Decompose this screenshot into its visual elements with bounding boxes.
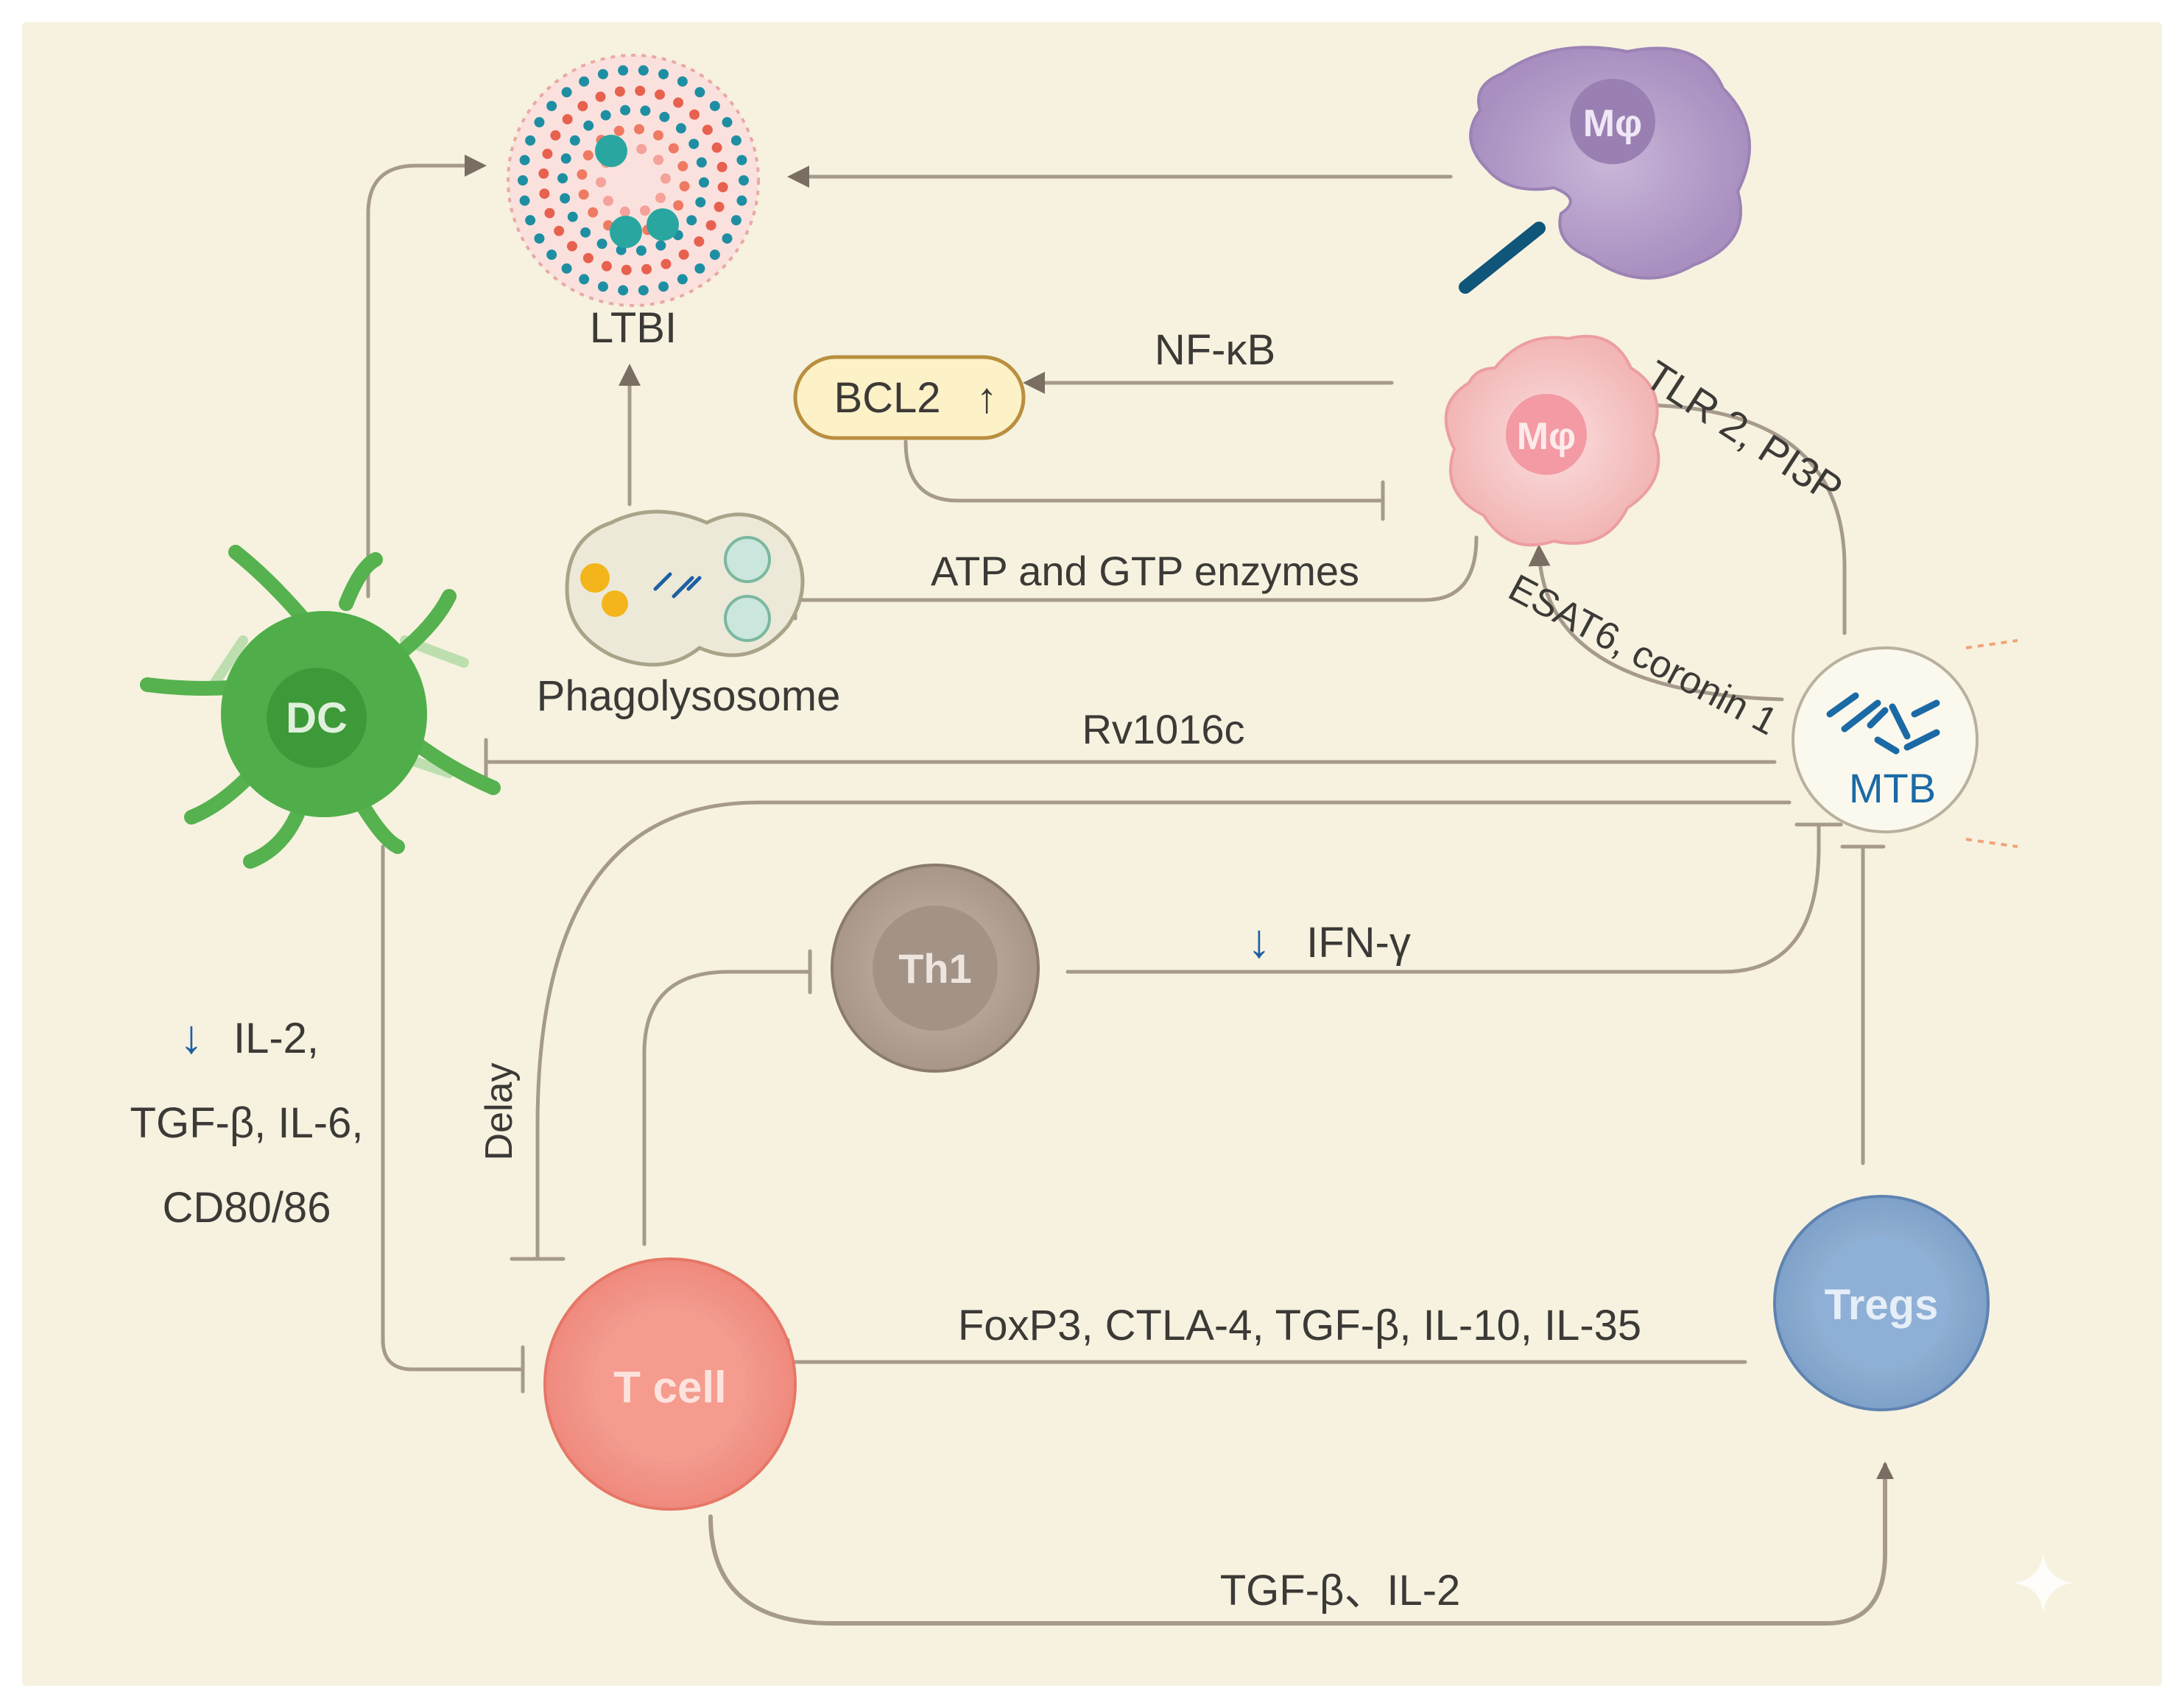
esat6-arrow (1528, 544, 1784, 702)
dc-cytokines-line3: CD80/86 (163, 1184, 331, 1232)
ltbi-granuloma (507, 54, 760, 307)
dc-tcell-inhibit-line (381, 844, 525, 1372)
ifn-down-arrow: ↓ (1247, 914, 1271, 967)
macrophage-top-cell (1459, 46, 1751, 294)
foxp3-label: FoxP3, CTLA-4, TGF-β, IL-10, IL-35 (958, 1302, 1641, 1349)
t-cell (543, 1257, 797, 1511)
macrophage-top-label: Mφ (1583, 102, 1643, 145)
delay-inhibit-line (535, 800, 1792, 1261)
tregs-cell (1773, 1195, 1990, 1411)
macrophage-mid-label: Mφ (1517, 415, 1577, 458)
dc-to-ltbi-arrow (366, 155, 487, 599)
dc-cytokines-line2: TGF-β, IL-6, (130, 1099, 364, 1147)
mtb-rod-icon (1459, 222, 1546, 294)
tcell-th1-inhibit-line (642, 970, 812, 1246)
dc-down-arrow: ↓ (180, 1010, 203, 1063)
phagolysosome-icon (565, 509, 805, 667)
dc-label: DC (286, 694, 348, 742)
dc-cytokines-line1: IL-2, (233, 1014, 319, 1062)
diagram-svg: LTBI BCL2 ↑ NF-κB TLR 2, PI3P ATP and GT… (130, 46, 2073, 1626)
atp-gtp-label: ATP and GTP enzymes (931, 548, 1359, 594)
ifn-inhibit-line (1065, 822, 1821, 974)
ifn-label: IFN-γ (1306, 919, 1411, 967)
rv1016c-label: Rv1016c (1082, 706, 1244, 752)
dendritic-cell (140, 545, 501, 869)
sparkle-icon (2014, 1553, 2073, 1612)
mtb-rods-icon (1826, 692, 1940, 755)
th1-label: Th1 (898, 945, 972, 992)
nfkb-label: NF-κB (1155, 326, 1275, 374)
mtb-label: MTB (1849, 765, 1936, 811)
th1-cell (831, 864, 1040, 1073)
bcl2-label: BCL2 (834, 374, 940, 422)
phagolysosome-label: Phagolysosome (537, 672, 841, 720)
macrophage-mid-cell (1444, 334, 1660, 547)
tlr2-arrow (1630, 394, 1847, 635)
bcl2-box (793, 355, 1026, 440)
tregs-label: Tregs (1825, 1281, 1939, 1329)
ltbi-label: LTBI (590, 304, 677, 352)
tcell-label: T cell (613, 1363, 726, 1412)
atp-gtp-inhibit-line (793, 535, 1479, 602)
mtb-cell (1792, 639, 2018, 848)
bcl2-inhibit-line (903, 440, 1385, 503)
tlr2-label: TLR 2, PI3P (1637, 351, 1850, 512)
tgf-il2-label: TGF-β、IL-2 (1220, 1567, 1461, 1615)
esat6-label: ESAT6, coronin 1 (1501, 566, 1784, 744)
diagram-canvas: LTBI BCL2 ↑ NF-κB TLR 2, PI3P ATP and GT… (22, 22, 2162, 1686)
tgf-il2-arrow (708, 1461, 1894, 1626)
delay-label: Delay (478, 1063, 521, 1161)
bcl2-up-arrow: ↑ (976, 374, 998, 422)
